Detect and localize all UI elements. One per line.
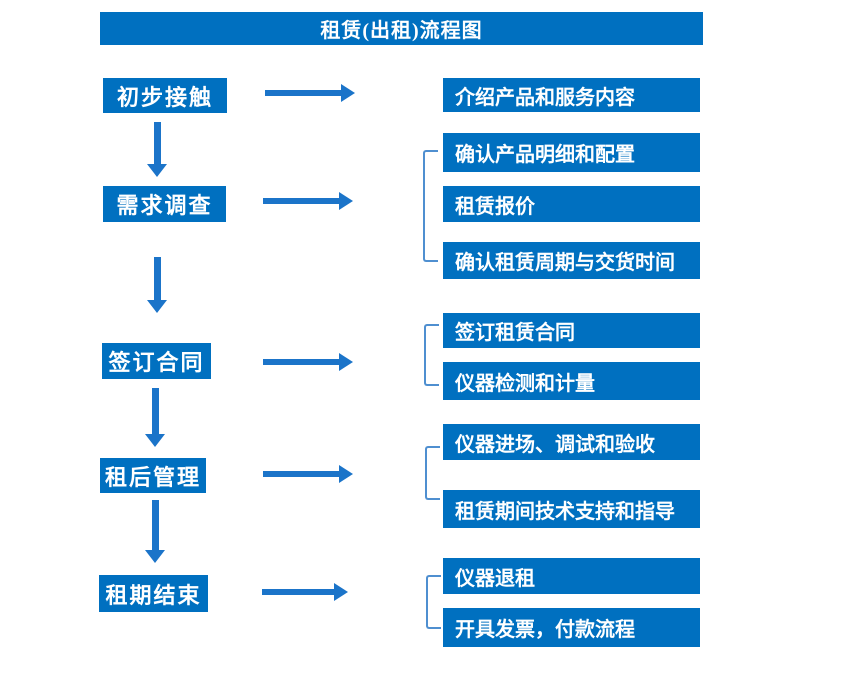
right-arrow-icon [263,465,353,483]
detail-label: 开具发票，付款流程 [455,619,635,641]
group-bracket [426,575,441,629]
right-arrow-icon [263,353,353,371]
step-label: 租后管理 [104,464,201,490]
down-arrow-icon [145,500,165,563]
right-arrow-icon [263,192,353,210]
right-arrow-icon [262,583,348,601]
right-arrow-icon [265,84,355,102]
detail-label: 确认租赁周期与交货时间 [455,252,675,274]
detail-box: 确认租赁周期与交货时间 [443,242,700,279]
down-arrow-icon [145,388,165,447]
detail-label: 仪器退租 [455,567,535,590]
detail-box: 仪器退租 [443,558,700,594]
step-box-initial-contact: 初步接触 [103,78,227,113]
step-box-sign-contract: 签订合同 [102,343,211,379]
detail-box: 确认产品明细和配置 [443,133,700,172]
detail-label: 介绍产品和服务内容 [455,86,635,109]
step-box-post-rental-management: 租后管理 [100,458,206,493]
step-box-rental-end: 租期结束 [99,575,208,612]
flowchart-title: 租赁(出租)流程图 [100,12,703,45]
detail-box: 租赁期间技术支持和指导 [443,490,700,528]
detail-box: 仪器检测和计量 [443,362,700,400]
step-label: 签订合同 [108,350,205,375]
step-box-demand-survey: 需求调查 [103,186,226,222]
group-bracket [423,150,438,262]
detail-label: 租赁报价 [455,195,535,218]
detail-box: 租赁报价 [443,186,700,222]
detail-box: 仪器进场、调试和验收 [443,424,700,460]
detail-label: 租赁期间技术支持和指导 [455,500,675,523]
detail-label: 仪器进场、调试和验收 [455,433,655,456]
detail-label: 签订租赁合同 [455,322,575,344]
step-label: 初步接触 [116,84,213,110]
detail-label: 确认产品明细和配置 [455,144,635,166]
step-label: 租期结束 [105,582,202,608]
detail-box: 开具发票，付款流程 [443,608,700,647]
detail-box: 签订租赁合同 [443,313,700,348]
down-arrow-icon [147,257,167,313]
detail-box: 介绍产品和服务内容 [443,78,700,112]
group-bracket [425,446,440,500]
detail-label: 仪器检测和计量 [455,372,595,395]
step-label: 需求调查 [116,193,213,218]
flowchart-title-label: 租赁(出租)流程图 [320,20,483,42]
group-bracket [424,324,439,386]
down-arrow-icon [147,122,167,177]
